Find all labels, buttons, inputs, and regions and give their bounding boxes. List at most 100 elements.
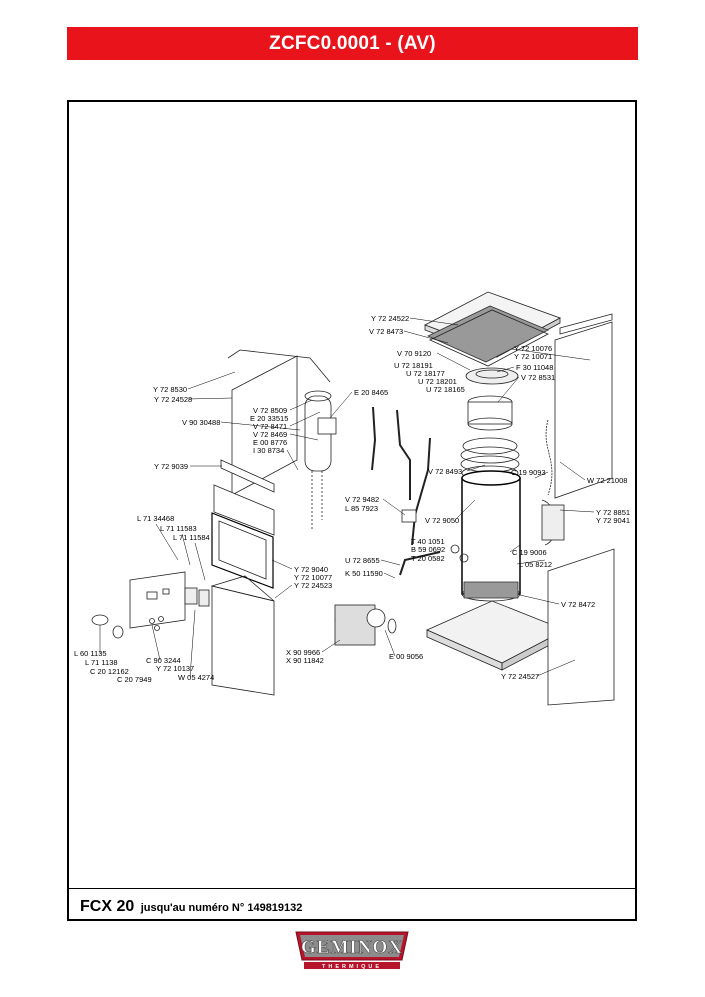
part-label: Y 72 8851 — [596, 508, 630, 517]
part-label: C 20 7949 — [117, 675, 152, 684]
part-label: Y 72 24523 — [294, 581, 332, 590]
insulation-plate — [427, 305, 549, 363]
part-label: Y 72 8530 — [153, 385, 187, 394]
part-label: V 70 9120 — [397, 349, 431, 358]
rear-panel — [554, 321, 613, 499]
burner-ring — [467, 401, 513, 425]
right-side-panel — [547, 548, 615, 706]
part-label: L 71 11583 — [160, 524, 197, 533]
part-label: U 72 8655 — [345, 556, 380, 565]
leader-line — [321, 639, 341, 653]
drawing-frame — [67, 100, 637, 921]
part-label: W 05 4274 — [178, 673, 214, 682]
part-label: C 19 9093 — [511, 468, 546, 477]
part-label: U 72 18177 — [406, 369, 445, 378]
drawing-art — [91, 291, 615, 706]
part-label: L 85 7923 — [345, 504, 378, 513]
leader-line — [380, 559, 401, 566]
leader-line — [497, 376, 520, 403]
part-label: E 00 8776 — [253, 438, 287, 447]
front-strip — [220, 459, 275, 493]
leader-line — [151, 624, 161, 661]
part-label: Y 72 10137 — [156, 664, 194, 673]
part-label: L 05 8212 — [519, 560, 552, 569]
part-label: V 72 8509 — [253, 406, 287, 415]
part-label: V 72 8531 — [521, 373, 555, 382]
leader-line — [511, 348, 591, 361]
part-label: V 72 8493 — [428, 467, 462, 476]
leader-line — [286, 449, 299, 471]
part-label: T 40 1051 — [411, 537, 445, 546]
base-plate — [426, 600, 566, 664]
control-box — [129, 571, 186, 629]
part-label: Y 72 10076 — [514, 344, 552, 353]
part-label: X 90 9966 — [286, 648, 320, 657]
part-label: C 20 12162 — [90, 667, 129, 676]
part-label: U 72 18201 — [418, 377, 457, 386]
svg-text:GEMINOX: GEMINOX — [301, 937, 403, 958]
part-label: K 50 11590 — [345, 569, 383, 578]
part-label: Y 72 24528 — [154, 395, 192, 404]
part-label: L 71 11584 — [173, 533, 210, 542]
part-label: C 19 9006 — [512, 548, 547, 557]
part-label: L 71 1138 — [85, 658, 118, 667]
part-label: E 00 9056 — [389, 652, 423, 661]
part-label: V 72 8473 — [369, 327, 403, 336]
leader-line — [289, 399, 313, 411]
leader-line — [436, 352, 471, 371]
part-label: C 90 3244 — [146, 656, 181, 665]
main-tank — [461, 477, 521, 595]
leader-line — [194, 542, 206, 581]
leader-line — [188, 397, 233, 400]
leader-line — [289, 433, 319, 441]
leader-line — [509, 544, 521, 553]
title-banner: ZCFC0.0001 - (AV) — [67, 27, 638, 60]
svg-text:THERMIQUE: THERMIQUE — [322, 964, 382, 970]
part-label: Y 72 10077 — [294, 573, 332, 582]
part-label: V 72 8469 — [253, 430, 287, 439]
leader-line — [189, 609, 196, 678]
part-label: V 72 9050 — [425, 516, 459, 525]
leader-line — [454, 499, 476, 521]
model-name: FCX 20 — [80, 898, 135, 915]
leader-line — [466, 464, 486, 472]
leader-line — [155, 523, 179, 561]
part-label: V 72 9482 — [345, 495, 379, 504]
leader-line — [409, 317, 459, 326]
leader-line — [274, 584, 293, 599]
leader-line — [559, 461, 586, 481]
part-label: Y 72 24522 — [371, 314, 409, 323]
part-label: L 71 34468 — [137, 514, 174, 523]
front-window — [211, 512, 274, 589]
part-label: F 30 11048 — [516, 363, 553, 372]
part-label: B 59 0692 — [411, 545, 445, 554]
part-label: U 72 18191 — [394, 361, 433, 370]
leader-line — [382, 498, 406, 516]
pipe — [371, 406, 377, 471]
part-label: Y 72 24527 — [501, 672, 539, 681]
leader-line — [559, 509, 595, 513]
leader-line — [403, 330, 449, 344]
leader-line — [220, 421, 301, 431]
part-label: I 30 8734 — [253, 446, 284, 455]
part-label: W 72 21008 — [587, 476, 627, 485]
leader-line — [496, 366, 515, 373]
part-label: Y 72 9039 — [154, 462, 188, 471]
part-label: T 20 0582 — [411, 554, 445, 563]
leader-line — [516, 559, 546, 565]
part-label: X 90 11842 — [286, 656, 324, 665]
footer-divider — [67, 888, 637, 889]
part-label: L 60 1135 — [74, 649, 107, 658]
serial-range: jusqu'au numéro N° 149819132 — [140, 902, 303, 914]
part-label: Y 72 9040 — [294, 565, 328, 574]
part-label: U 72 18165 — [426, 385, 465, 394]
leader-line — [289, 411, 321, 427]
part-label: Y 72 9041 — [596, 516, 630, 525]
page-title: ZCFC0.0001 - (AV) — [269, 32, 436, 54]
part-label: V 72 8471 — [253, 422, 287, 431]
front-door — [211, 585, 275, 696]
leader-line — [384, 629, 396, 657]
part-label: E 20 33515 — [250, 414, 288, 423]
